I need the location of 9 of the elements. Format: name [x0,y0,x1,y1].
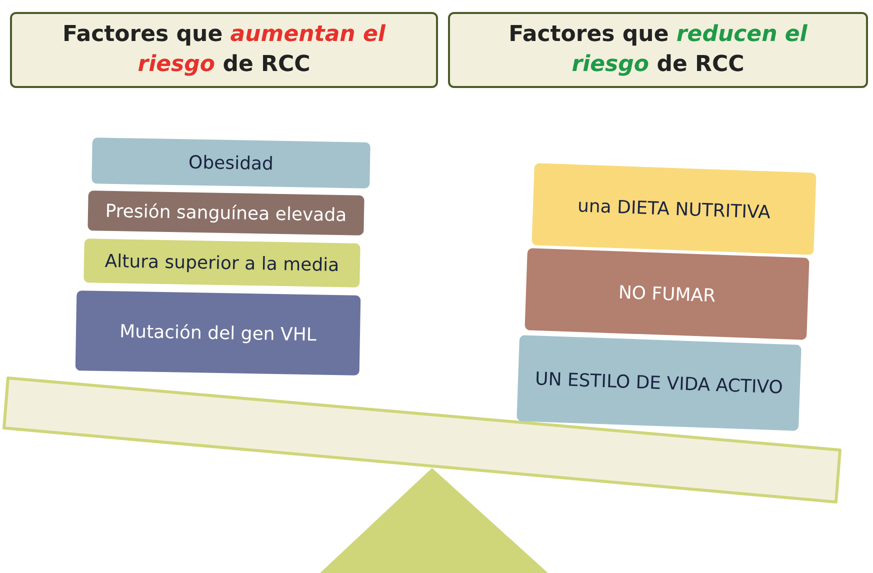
factor-block: Mutación del gen VHL [75,290,361,376]
factor-block: Altura superior a la media [84,238,360,288]
heading-box: Factores que reducen el riesgo de RCC [448,12,868,88]
factor-block: UN ESTILO DE VIDA ACTIVO [516,335,802,431]
heading-box: Factores que aumentan el riesgo de RCC [10,12,438,88]
factor-block: NO FUMAR [524,248,810,340]
factor-block: Presión sanguínea elevada [88,190,364,236]
factor-block: Obesidad [92,138,370,188]
factor-block: una DIETA NUTRITIVA [532,163,816,255]
